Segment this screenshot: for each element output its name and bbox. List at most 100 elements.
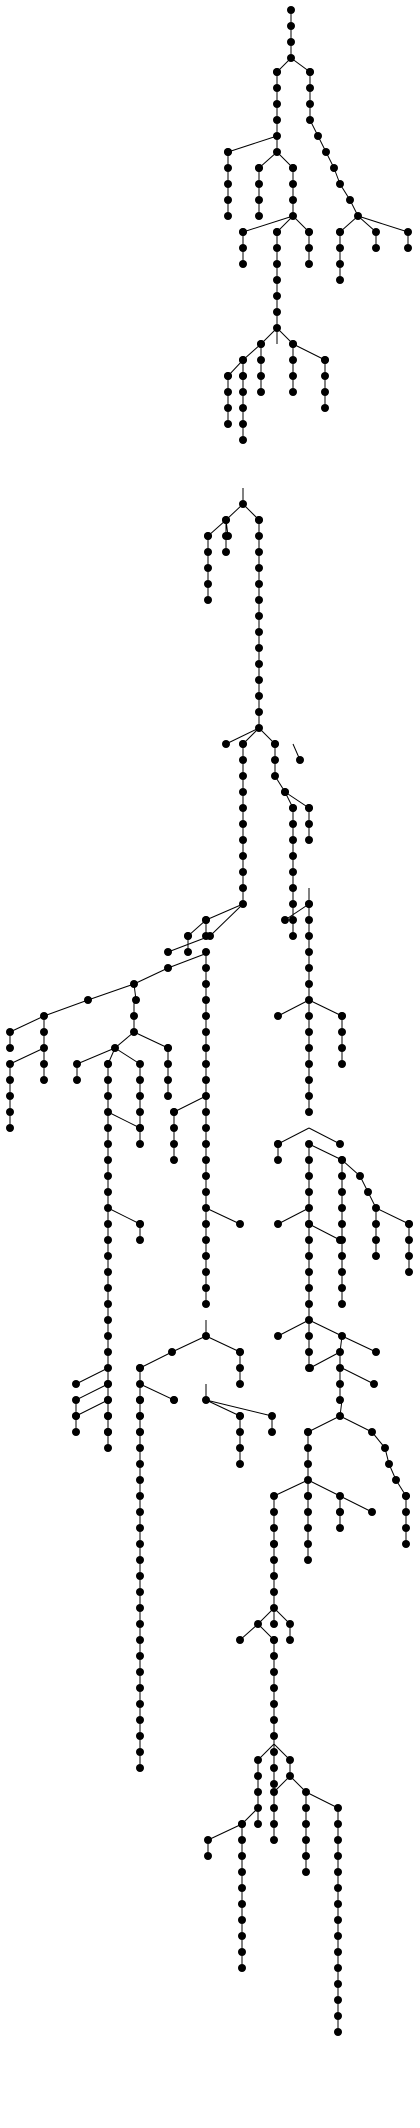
tree-node	[136, 1124, 144, 1132]
tree-edge	[341, 1159, 361, 1177]
tree-edge	[205, 1399, 241, 1417]
tree-node	[239, 836, 247, 844]
tree-node	[236, 1348, 244, 1356]
tree-node	[334, 1868, 342, 1876]
tree-node	[239, 788, 247, 796]
tree-node	[286, 1772, 294, 1780]
tree-node	[255, 532, 263, 540]
tree-node	[238, 1900, 246, 1908]
tree-node	[136, 1524, 144, 1532]
tree-node	[136, 1556, 144, 1564]
tree-node	[104, 1428, 112, 1436]
tree-node	[338, 1332, 346, 1340]
tree-node	[236, 1380, 244, 1388]
tree-node	[370, 1380, 378, 1388]
tree-node	[202, 1220, 210, 1228]
tree-node	[289, 868, 297, 876]
tree-node	[346, 196, 354, 204]
tree-node	[136, 1092, 144, 1100]
tree-node	[306, 116, 314, 124]
tree-node	[338, 1300, 346, 1308]
tree-edge	[9, 1015, 45, 1033]
tree-node	[273, 292, 281, 300]
tree-node	[289, 388, 297, 396]
tree-node	[239, 868, 247, 876]
tree-node	[202, 1236, 210, 1244]
tree-node	[305, 836, 313, 844]
tree-node	[338, 1028, 346, 1036]
tree-node	[289, 852, 297, 860]
tree-node	[270, 1836, 278, 1844]
tree-node	[40, 1028, 48, 1036]
tree-edge	[107, 1207, 141, 1225]
tree-node	[204, 1836, 212, 1844]
tree-node	[136, 1668, 144, 1676]
tree-node	[255, 628, 263, 636]
tree-node	[204, 580, 212, 588]
tree-node	[202, 1140, 210, 1148]
tree-node	[274, 1156, 282, 1164]
tree-node	[338, 1188, 346, 1196]
tree-node	[255, 708, 263, 716]
tree-node	[305, 1284, 313, 1292]
tree-node	[136, 1428, 144, 1436]
tree-node	[136, 1364, 144, 1372]
tree-node	[368, 1428, 376, 1436]
tree-node	[305, 964, 313, 972]
tree-node	[273, 84, 281, 92]
tree-node	[405, 1268, 413, 1276]
tree-node	[321, 372, 329, 380]
tree-node	[239, 884, 247, 892]
tree-node	[302, 1804, 310, 1812]
tree-node	[104, 1220, 112, 1228]
tree-node	[104, 1412, 112, 1420]
tree-edge	[341, 1367, 375, 1385]
tree-node	[164, 1076, 172, 1084]
tree-edge	[242, 343, 262, 361]
tree-node	[202, 1124, 210, 1132]
tree-node	[336, 1524, 344, 1532]
tree-node	[132, 996, 140, 1004]
tree-node	[136, 1492, 144, 1500]
tree-node	[6, 1060, 14, 1068]
tree-edge	[375, 1207, 410, 1225]
tree-node	[338, 1204, 346, 1212]
tree-node	[224, 196, 232, 204]
tree-edge	[205, 1335, 241, 1353]
tree-node	[236, 1220, 244, 1228]
tree-node	[270, 1556, 278, 1564]
tree-node	[302, 1820, 310, 1828]
tree-node	[302, 1868, 310, 1876]
tree-node	[239, 772, 247, 780]
tree-node	[111, 1044, 119, 1052]
tree-node	[273, 228, 281, 236]
tree-node	[236, 1444, 244, 1452]
tree-node	[239, 900, 247, 908]
tree-edge	[308, 1143, 343, 1161]
tree-node	[239, 500, 247, 508]
tree-node	[405, 1252, 413, 1260]
tree-node	[224, 388, 232, 396]
tree-node	[273, 308, 281, 316]
tree-node	[202, 1396, 210, 1404]
tree-edge	[307, 1415, 341, 1433]
tree-node	[202, 1076, 210, 1084]
tree-edge	[341, 1335, 377, 1353]
tree-node	[239, 852, 247, 860]
tree-node	[270, 1668, 278, 1676]
tree-node	[255, 660, 263, 668]
tree-edge	[357, 215, 377, 233]
tree-node	[289, 820, 297, 828]
tree-node	[305, 244, 313, 252]
tree-node	[224, 404, 232, 412]
tree-edge	[292, 343, 326, 361]
tree-node	[336, 276, 344, 284]
tree-node	[334, 1884, 342, 1892]
tree-node	[136, 1380, 144, 1388]
tree-node	[305, 1028, 313, 1036]
tree-node	[202, 1156, 210, 1164]
tree-node	[104, 1316, 112, 1324]
tree-node	[336, 244, 344, 252]
tree-node	[202, 1204, 210, 1212]
